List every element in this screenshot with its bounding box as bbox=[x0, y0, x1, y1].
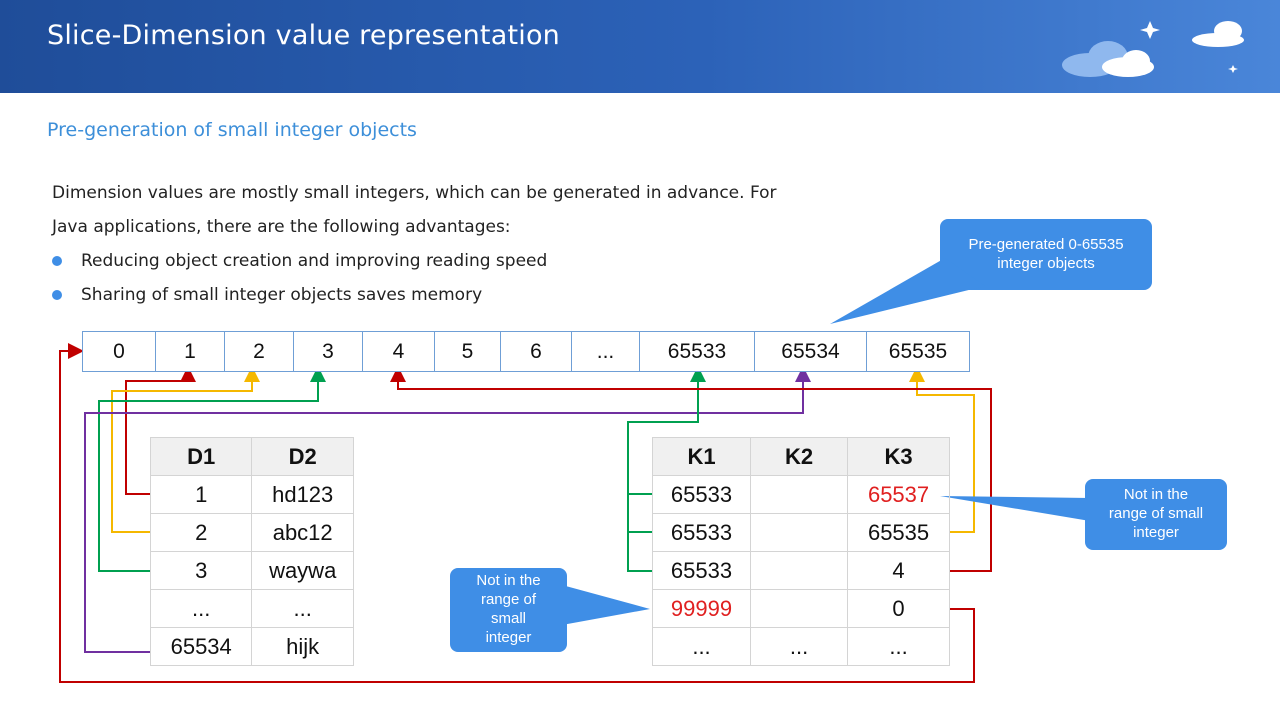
callout-line: Not in the bbox=[1123, 486, 1189, 503]
link-d5-to-65534 bbox=[84, 366, 811, 653]
bullet-text: Sharing of small integer objects saves m… bbox=[81, 285, 483, 305]
table-cell: 0 bbox=[847, 589, 950, 628]
callout-top-text: Pre-generated 0-65535 integer objects bbox=[940, 235, 1152, 273]
column-header: D2 bbox=[251, 437, 354, 476]
callout-right-text: Not in the range of small integer bbox=[1085, 485, 1227, 542]
table-cell bbox=[749, 551, 849, 590]
intro-line-2: Java applications, there are the followi… bbox=[52, 217, 511, 237]
callout-mid-text: Not in the range of small integer bbox=[450, 571, 567, 647]
table-cell bbox=[749, 589, 849, 628]
callout-line: Not in the bbox=[476, 572, 541, 589]
table-cell bbox=[749, 513, 849, 552]
callout-right-box bbox=[1085, 479, 1227, 550]
bullet-dot-icon bbox=[52, 290, 62, 300]
table-cell: 65535 bbox=[847, 513, 950, 552]
table-cell: ... bbox=[847, 627, 950, 666]
dimension-table-k: K1 K2 K3 65533 65537 65533 65535 65533 4… bbox=[652, 437, 950, 666]
out-of-range-cell: 65537 bbox=[847, 475, 950, 514]
strip-cell: 6 bbox=[501, 332, 572, 371]
column-header: D1 bbox=[149, 437, 253, 476]
table-row: 65533 65537 bbox=[652, 475, 950, 514]
table-cell: 65534 bbox=[149, 627, 253, 666]
callout-top-tail bbox=[830, 258, 985, 324]
table-cell: 1 bbox=[149, 475, 253, 514]
table-row: 3 waywa bbox=[149, 551, 354, 590]
strip-cell: 2 bbox=[225, 332, 294, 371]
column-header: K1 bbox=[652, 437, 751, 476]
intro-line-1: Dimension values are mostly small intege… bbox=[52, 183, 777, 203]
table-cell bbox=[749, 475, 849, 514]
section-subtitle: Pre-generation of small integer objects bbox=[47, 119, 417, 141]
link-k3-to-4 bbox=[390, 366, 992, 572]
callout-line: Pre-generated 0-65535 bbox=[968, 236, 1124, 253]
callout-line: integer bbox=[485, 629, 532, 646]
table-cell: 65533 bbox=[652, 551, 751, 590]
callout-right-tail bbox=[940, 496, 1090, 521]
table-cell: 65533 bbox=[652, 513, 751, 552]
strip-cell: 1 bbox=[156, 332, 225, 371]
table-row: ... ... bbox=[149, 589, 354, 628]
table-cell: ... bbox=[749, 627, 849, 666]
table-row: 1 hd123 bbox=[149, 475, 354, 514]
link-k-green-up bbox=[627, 366, 706, 494]
strip-cell: 5 bbox=[435, 332, 501, 371]
table-cell: waywa bbox=[251, 551, 354, 590]
link-k3-to-0 bbox=[59, 343, 975, 683]
table-row: 99999 0 bbox=[652, 589, 950, 628]
out-of-range-cell: 99999 bbox=[652, 589, 751, 628]
table-cell: ... bbox=[652, 627, 751, 666]
link-d3-to-3 bbox=[98, 366, 326, 572]
table-cell: 65533 bbox=[652, 475, 751, 514]
table-cell: hd123 bbox=[251, 475, 354, 514]
strip-cell: 65534 bbox=[755, 332, 867, 371]
callout-line: range of bbox=[480, 591, 537, 608]
page-title: Slice-Dimension value representation bbox=[47, 20, 560, 51]
callout-mid-box bbox=[450, 568, 567, 652]
callout-mid-tail bbox=[562, 585, 650, 625]
callout-line: integer bbox=[1133, 524, 1179, 541]
link-d2-to-2 bbox=[111, 366, 260, 533]
callout-line: small bbox=[490, 610, 526, 627]
dimension-table-d: D1 D2 1 hd123 2 abc12 3 waywa ... ... 65… bbox=[149, 437, 354, 666]
cloud-decoration-icon bbox=[1062, 21, 1244, 77]
table-cell: abc12 bbox=[251, 513, 354, 552]
header-banner: Slice-Dimension value representation bbox=[0, 0, 1280, 93]
table-cell: 3 bbox=[149, 551, 253, 590]
table-row: 65533 4 bbox=[652, 551, 950, 590]
table-cell: hijk bbox=[251, 627, 354, 666]
table-cell: ... bbox=[149, 589, 253, 628]
callout-top-box bbox=[940, 219, 1152, 290]
column-header: K3 bbox=[847, 437, 950, 476]
table-row: 2 abc12 bbox=[149, 513, 354, 552]
strip-cell: ... bbox=[572, 332, 640, 371]
table-row: 65533 65535 bbox=[652, 513, 950, 552]
bullet-dot-icon bbox=[52, 256, 62, 266]
bullet-text: Reducing object creation and improving r… bbox=[81, 251, 548, 271]
strip-cell: 4 bbox=[363, 332, 435, 371]
strip-cell: 3 bbox=[294, 332, 363, 371]
table-row: 65534 hijk bbox=[149, 627, 354, 666]
integer-object-strip: 0 1 2 3 4 5 6 ... 65533 65534 65535 bbox=[82, 331, 970, 372]
strip-cell: 65533 bbox=[640, 332, 755, 371]
callout-line: range of small bbox=[1108, 505, 1204, 522]
link-d1-to-1 bbox=[125, 366, 196, 495]
table-cell: ... bbox=[251, 589, 354, 628]
table-cell: 2 bbox=[149, 513, 253, 552]
callout-line: integer objects bbox=[997, 255, 1095, 272]
table-row: ... ... ... bbox=[652, 627, 950, 666]
table-cell: 4 bbox=[847, 551, 950, 590]
column-header: K2 bbox=[749, 437, 849, 476]
strip-cell: 65535 bbox=[888, 339, 948, 363]
strip-cell: 0 bbox=[83, 332, 156, 371]
